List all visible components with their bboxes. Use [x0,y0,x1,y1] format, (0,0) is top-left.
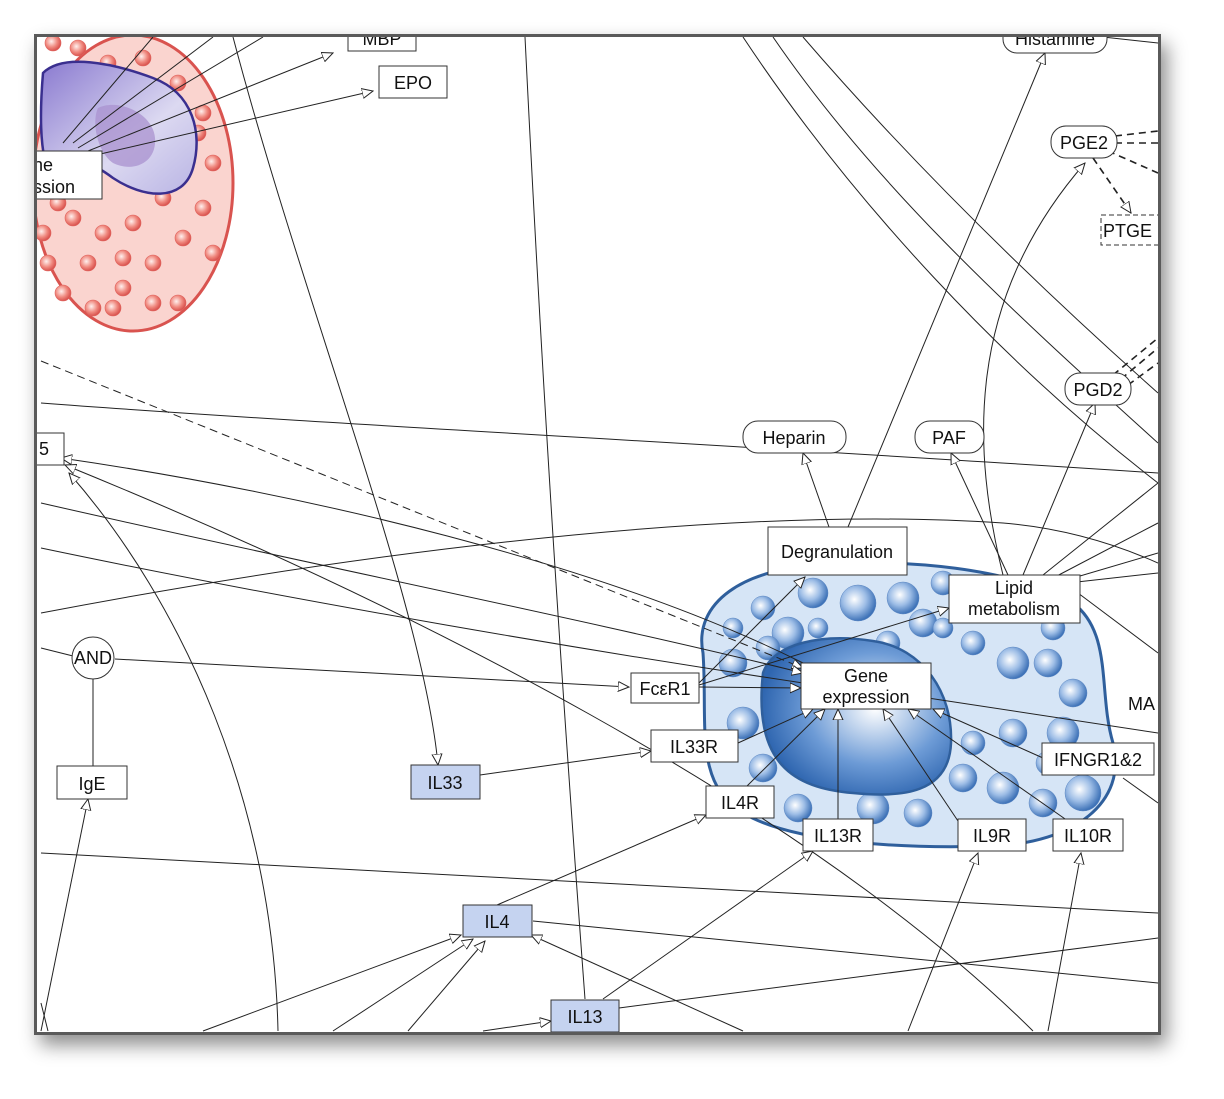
mast-cell-granule [797,577,829,609]
interaction-edges [40,37,1158,1032]
node-il5[interactable]: 5 [37,432,65,466]
eosinophil-granule [124,214,142,232]
svg-text:metabolism: metabolism [968,599,1060,619]
svg-text:PGE2: PGE2 [1060,133,1108,153]
node-il13r[interactable]: IL13R [802,818,874,852]
svg-text:IL4: IL4 [484,912,509,932]
pathway-diagram: MBP EPO Histamine ne ssion PGE2 PTGE PGD… [37,37,1158,1032]
svg-text:MBP: MBP [362,37,401,49]
svg-text:Histamine: Histamine [1015,37,1095,49]
svg-text:Degranulation: Degranulation [781,542,893,562]
svg-text:IL9R: IL9R [973,826,1011,846]
prostaglandin-edges [1092,130,1158,386]
label-mast-cell: MA [1128,694,1155,714]
mast-cell-granule [839,584,877,622]
mast-cell-granule [998,718,1028,748]
svg-text:IL33R: IL33R [670,737,718,757]
svg-text:IL13: IL13 [567,1007,602,1027]
node-il33[interactable]: IL33 [410,764,481,800]
eosinophil-granule [194,199,212,217]
eosinophil-granule [204,244,222,262]
node-il4r[interactable]: IL4R [705,785,775,819]
node-mbp[interactable]: MBP [347,37,417,52]
node-ifngr1-2[interactable]: IFNGR1&2 [1041,742,1155,776]
svg-text:PTGE: PTGE [1103,221,1152,241]
node-ptge[interactable]: PTGE [1100,214,1158,246]
node-histamine[interactable]: Histamine [1002,37,1108,54]
eosinophil-granule [79,254,97,272]
eosinophil-granule [64,209,82,227]
eosinophil-granule [44,37,62,52]
eosinophil-granule [114,279,132,297]
eosinophil-granule [39,254,57,272]
node-fcer1[interactable]: FcεR1 [630,672,700,704]
svg-text:IL13R: IL13R [814,826,862,846]
svg-text:FcεR1: FcεR1 [639,679,690,699]
eosinophil-granule [174,229,192,247]
node-epo[interactable]: EPO [378,65,448,99]
svg-text:EPO: EPO [394,73,432,93]
node-heparin[interactable]: Heparin [742,420,847,454]
eosinophil-granule [37,224,52,242]
node-il13[interactable]: IL13 [550,999,620,1032]
svg-text:expression: expression [822,687,909,707]
mast-cell-granule [948,763,978,793]
svg-text:IgE: IgE [78,774,105,794]
node-il9r[interactable]: IL9R [957,818,1027,852]
eosinophil-granule [84,299,102,317]
svg-text:IL33: IL33 [427,773,462,793]
mast-cell-granule [750,595,776,621]
mast-cell-granule [748,753,778,783]
node-pgd2[interactable]: PGD2 [1064,372,1132,406]
eosinophil-granule [204,154,222,172]
node-degranulation[interactable]: Degranulation [767,526,908,576]
eosinophil-granule [69,39,87,57]
node-il33r[interactable]: IL33R [650,729,739,763]
eosinophil-granule [144,294,162,312]
mast-cell-granule [903,798,933,828]
node-paf[interactable]: PAF [914,420,985,454]
pathway-diagram-frame: MBP EPO Histamine ne ssion PGE2 PTGE PGD… [34,34,1161,1035]
svg-text:MA: MA [1128,694,1155,714]
node-gene-expression-eosinophil[interactable]: ne ssion [37,150,103,200]
svg-text:IFNGR1&2: IFNGR1&2 [1054,750,1142,770]
mast-cell-granule [1064,774,1102,812]
node-ige[interactable]: IgE [56,765,128,800]
mast-cell-granule [996,646,1030,680]
svg-text:PGD2: PGD2 [1073,380,1122,400]
mast-cell-granule [960,730,986,756]
node-il4[interactable]: IL4 [462,904,533,938]
svg-text:IL10R: IL10R [1064,826,1112,846]
mast-cell-granule [886,581,920,615]
node-lipid-metabolism[interactable]: Lipid metabolism [948,574,1081,624]
svg-text:PAF: PAF [932,428,966,448]
svg-text:Heparin: Heparin [762,428,825,448]
node-gene-expression-mast-cell[interactable]: Gene expression [800,662,932,710]
eosinophil-granule [114,249,132,267]
svg-text:5: 5 [39,439,49,459]
svg-text:Lipid: Lipid [995,578,1033,598]
eosinophil-granule [169,294,187,312]
mast-cell-granule [986,771,1020,805]
svg-text:IL4R: IL4R [721,793,759,813]
mast-cell-granule [807,617,829,639]
node-il10r[interactable]: IL10R [1052,818,1124,852]
eosinophil-granule [144,254,162,272]
svg-text:ne: ne [37,155,53,175]
eosinophil-granule [104,299,122,317]
eosinophil-granule [94,224,112,242]
eosinophil-granule [54,284,72,302]
svg-text:ssion: ssion [37,177,75,197]
mast-cell-granule [755,635,781,661]
mast-cell-granule [1033,648,1063,678]
mast-cell-granule [960,630,986,656]
eosinophil-granule [134,49,152,67]
svg-text:AND: AND [74,648,112,668]
mast-cell-granule [1058,678,1088,708]
mast-cell-granule [783,793,813,823]
node-pge2[interactable]: PGE2 [1050,125,1118,159]
node-and-gate[interactable]: AND [71,636,115,680]
mast-cell-granule [932,617,954,639]
svg-text:Gene: Gene [844,666,888,686]
